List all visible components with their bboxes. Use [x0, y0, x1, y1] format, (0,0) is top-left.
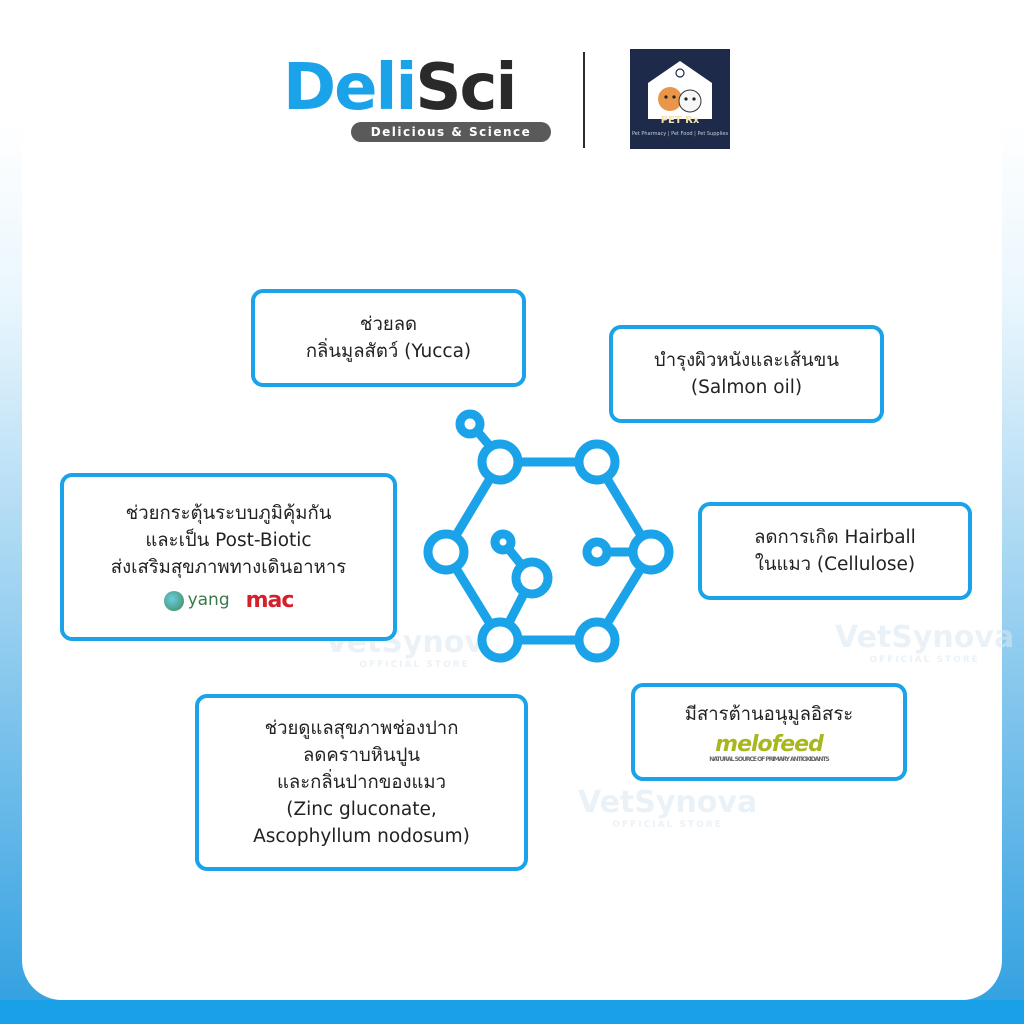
benefit-line: ส่งเสริมสุขภาพทางเดินอาหาร	[110, 557, 347, 578]
brand-logos: yang mac	[163, 587, 295, 614]
yang-leaf-icon	[163, 590, 184, 611]
benefit-odor: ช่วยลด กลิ่นมูลสัตว์ (Yucca)	[251, 289, 526, 387]
mac-logo: mac	[245, 588, 295, 613]
benefit-antioxidant: มีสารต้านอนุมูลอิสระ melofeed NATURAL SO…	[631, 683, 907, 781]
melofeed-logo: melofeed NATURAL SOURCE OF PRIMARY ANTIO…	[709, 731, 830, 763]
benefit-line: และกลิ่นปากของแมว	[276, 772, 446, 793]
benefit-line: Ascophyllum nodosum)	[253, 826, 470, 847]
delisci-wordmark: DeliSci	[283, 51, 517, 125]
bottom-strip	[0, 1000, 1024, 1024]
pet-house-icon	[648, 61, 712, 119]
benefit-line: ช่วยลด	[359, 314, 418, 335]
benefit-line: ช่วยกระตุ้นระบบภูมิคุ้มกัน	[125, 503, 332, 524]
benefit-line: และเป็น Post-Biotic	[145, 530, 312, 551]
delisci-tagline: Delicious & Science	[351, 122, 551, 142]
benefit-line: (Salmon oil)	[690, 377, 803, 398]
petrx-name: PET Rx	[660, 115, 700, 126]
melofeed-sub: NATURAL SOURCE OF PRIMARY ANTIOXIDANTS	[709, 755, 830, 763]
benefit-line: ในแมว (Cellulose)	[754, 554, 916, 575]
delisci-logo: DeliSci Delicious & Science	[283, 52, 553, 152]
benefit-line: บำรุงผิวหนังและเส้นขน	[654, 350, 839, 371]
header-divider	[583, 52, 585, 148]
benefit-line: ลดคราบหินปูน	[302, 745, 421, 766]
benefit-immune: ช่วยกระตุ้นระบบภูมิคุ้มกัน และเป็น Post-…	[60, 473, 397, 641]
petrx-sub: Pet Pharmacy | Pet Food | Pet Supplies	[631, 131, 729, 137]
petrx-logo: PET Rx Pet Pharmacy | Pet Food | Pet Sup…	[630, 49, 730, 149]
benefit-line: ช่วยดูแลสุขภาพช่องปาก	[264, 718, 459, 739]
benefit-line: กลิ่นมูลสัตว์ (Yucca)	[305, 341, 472, 362]
benefit-line: ลดการเกิด Hairball	[754, 527, 916, 548]
benefit-oral: ช่วยดูแลสุขภาพช่องปาก ลดคราบหินปูน และกล…	[195, 694, 528, 871]
benefit-hairball: ลดการเกิด Hairball ในแมว (Cellulose)	[698, 502, 972, 600]
yang-logo: yang	[163, 587, 230, 614]
benefit-line: มีสารต้านอนุมูลอิสระ	[684, 703, 854, 725]
benefit-line: (Zinc gluconate,	[286, 799, 437, 820]
benefit-skin: บำรุงผิวหนังและเส้นขน (Salmon oil)	[609, 325, 884, 423]
